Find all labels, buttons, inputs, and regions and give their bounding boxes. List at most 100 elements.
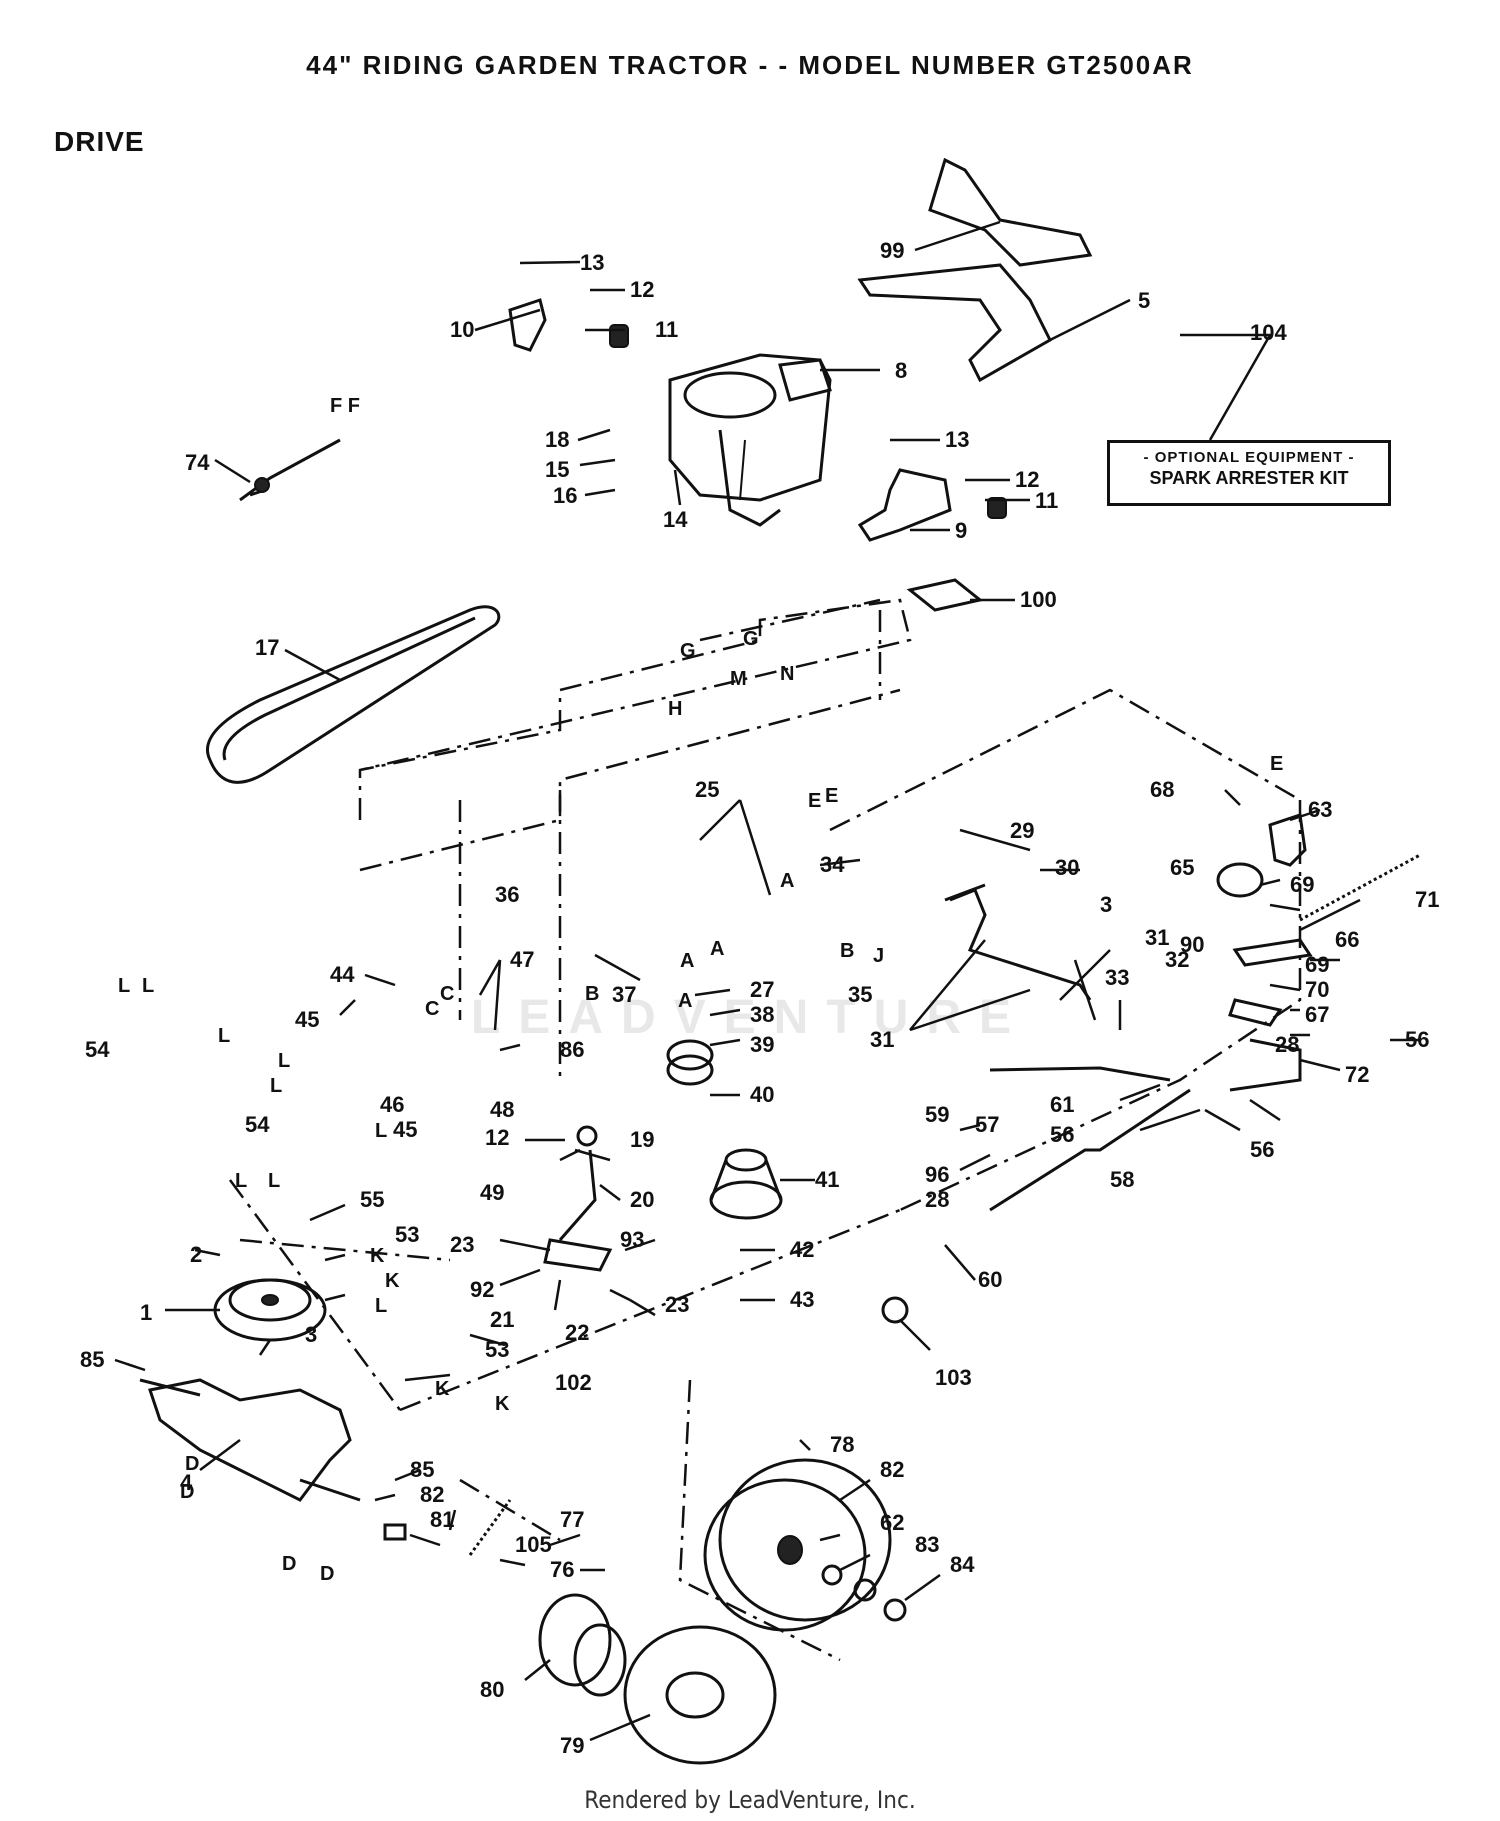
ref-rL8: L [268,1170,280,1192]
callout-c78: 78 [830,1432,854,1457]
callout-c84: 84 [950,1552,975,1577]
ref-rK4: K [495,1393,510,1415]
callout-c90: 90 [1180,932,1204,957]
callout-c32: 32 [1165,947,1189,972]
callout-c68: 68 [1150,777,1174,802]
callout-c40: 40 [750,1082,774,1107]
callout-c29: 29 [1010,818,1034,843]
callout-c45b: 45 [393,1117,417,1142]
optional-equipment-box: - OPTIONAL EQUIPMENT - SPARK ARRESTER KI… [1107,440,1391,506]
callout-c70: 70 [1305,977,1329,1002]
ref-rN: N [780,663,794,685]
callout-c16: 16 [553,483,577,508]
callout-c104: 104 [1250,320,1287,345]
callout-c83: 83 [915,1532,939,1557]
callout-c105: 105 [515,1532,552,1557]
callout-c10: 10 [450,317,474,342]
callout-c1: 1 [140,1300,152,1325]
part-74-clip [239,438,341,502]
part-66-arm [1232,938,1313,967]
callout-c71: 71 [1415,887,1439,912]
callout-c22: 22 [565,1320,589,1345]
callout-c65: 65 [1170,855,1194,880]
part-79-tire [623,1625,777,1765]
callout-c53a: 53 [395,1222,419,1247]
callout-c12a: 12 [630,277,654,302]
callout-c77: 77 [560,1507,584,1532]
callout-c20: 20 [630,1187,654,1212]
callout-c39: 39 [750,1032,774,1057]
callout-c69a: 69 [1290,872,1314,897]
callout-c54a: 54 [85,1037,110,1062]
part-30-lever [949,888,1092,1001]
callout-c12c: 12 [485,1125,509,1150]
callout-c18: 18 [545,427,569,452]
part-72-rod [1229,1038,1302,1092]
ref-rK2: K [385,1270,400,1292]
ref-rD4: D [320,1563,334,1585]
callout-c81: 81 [430,1507,454,1532]
callout-c85a: 85 [80,1347,104,1372]
callout-c93: 93 [620,1227,644,1252]
part-83-spacer [853,1578,877,1602]
part-58-rod [989,1088,1191,1212]
part-65-pulley [1216,862,1264,898]
diagram-title: 44" RIDING GARDEN TRACTOR - - MODEL NUMB… [306,50,1194,80]
callout-c14: 14 [663,507,688,532]
part-8-engine [668,353,832,527]
callout-c23a: 23 [450,1232,474,1257]
callout-c11a: 11 [655,317,678,342]
callout-c23b: 23 [665,1292,689,1317]
ref-rM: M [730,668,747,690]
part-62-washer [821,1564,843,1586]
frame-outline [228,598,1302,1662]
part-84-cap [883,1598,907,1622]
callout-c4: 4 [180,1470,193,1495]
part-17-belt [206,605,501,784]
callout-c61: 61 [1050,1092,1074,1117]
callout-c37: 37 [612,982,636,1007]
callout-c60: 60 [978,1267,1002,1292]
part-29-handle [944,883,986,902]
callout-c62: 62 [880,1510,904,1535]
callout-c12b: 12 [1015,467,1039,492]
callout-c99: 99 [880,238,904,263]
ref-rA4: A [678,990,692,1012]
callout-c53b: 53 [485,1337,509,1362]
callout-c55: 55 [360,1187,384,1212]
callout-c34: 34 [820,852,845,877]
callout-c42: 42 [790,1237,814,1262]
callout-c36: 36 [495,882,519,907]
callout-c8: 8 [895,358,907,383]
callout-c47: 47 [510,947,534,972]
optional-equipment-label: - OPTIONAL EQUIPMENT - [1143,449,1355,466]
part-105-spring [468,1499,512,1556]
callout-c86: 86 [560,1037,584,1062]
ref-rE3: E [825,785,838,807]
callout-c49: 49 [480,1180,504,1205]
reference-letters: F F G G M N H E E E A A A A J B B C C L … [118,395,1283,1585]
ref-rA2: A [680,950,694,972]
callout-c72: 72 [1345,1062,1369,1087]
ref-rL4: L [278,1050,290,1072]
ref-rA3: A [710,938,724,960]
callout-c13b: 13 [945,427,969,452]
callout-c28a: 28 [1275,1032,1299,1057]
callout-c19: 19 [630,1127,654,1152]
ref-rH: H [668,698,682,720]
callout-c31b: 31 [870,1027,894,1052]
part-93-bracket [543,1238,613,1272]
part-100-plate [906,578,984,612]
callout-c92: 92 [470,1277,494,1302]
callout-c33: 33 [1105,965,1129,990]
callout-c76: 76 [550,1557,574,1582]
ref-rFF: F F [330,395,360,417]
leader-lines [114,220,1420,1742]
part-103-washer [881,1296,909,1324]
callout-c63: 63 [1308,797,1332,822]
part-81-spacer [383,1523,407,1541]
ref-rL9: L [375,1295,387,1317]
footer-credit: Rendered by LeadVenture, Inc. [584,1786,916,1814]
part-99-bracket [928,157,1093,267]
callout-c56b: 56 [1050,1122,1074,1147]
